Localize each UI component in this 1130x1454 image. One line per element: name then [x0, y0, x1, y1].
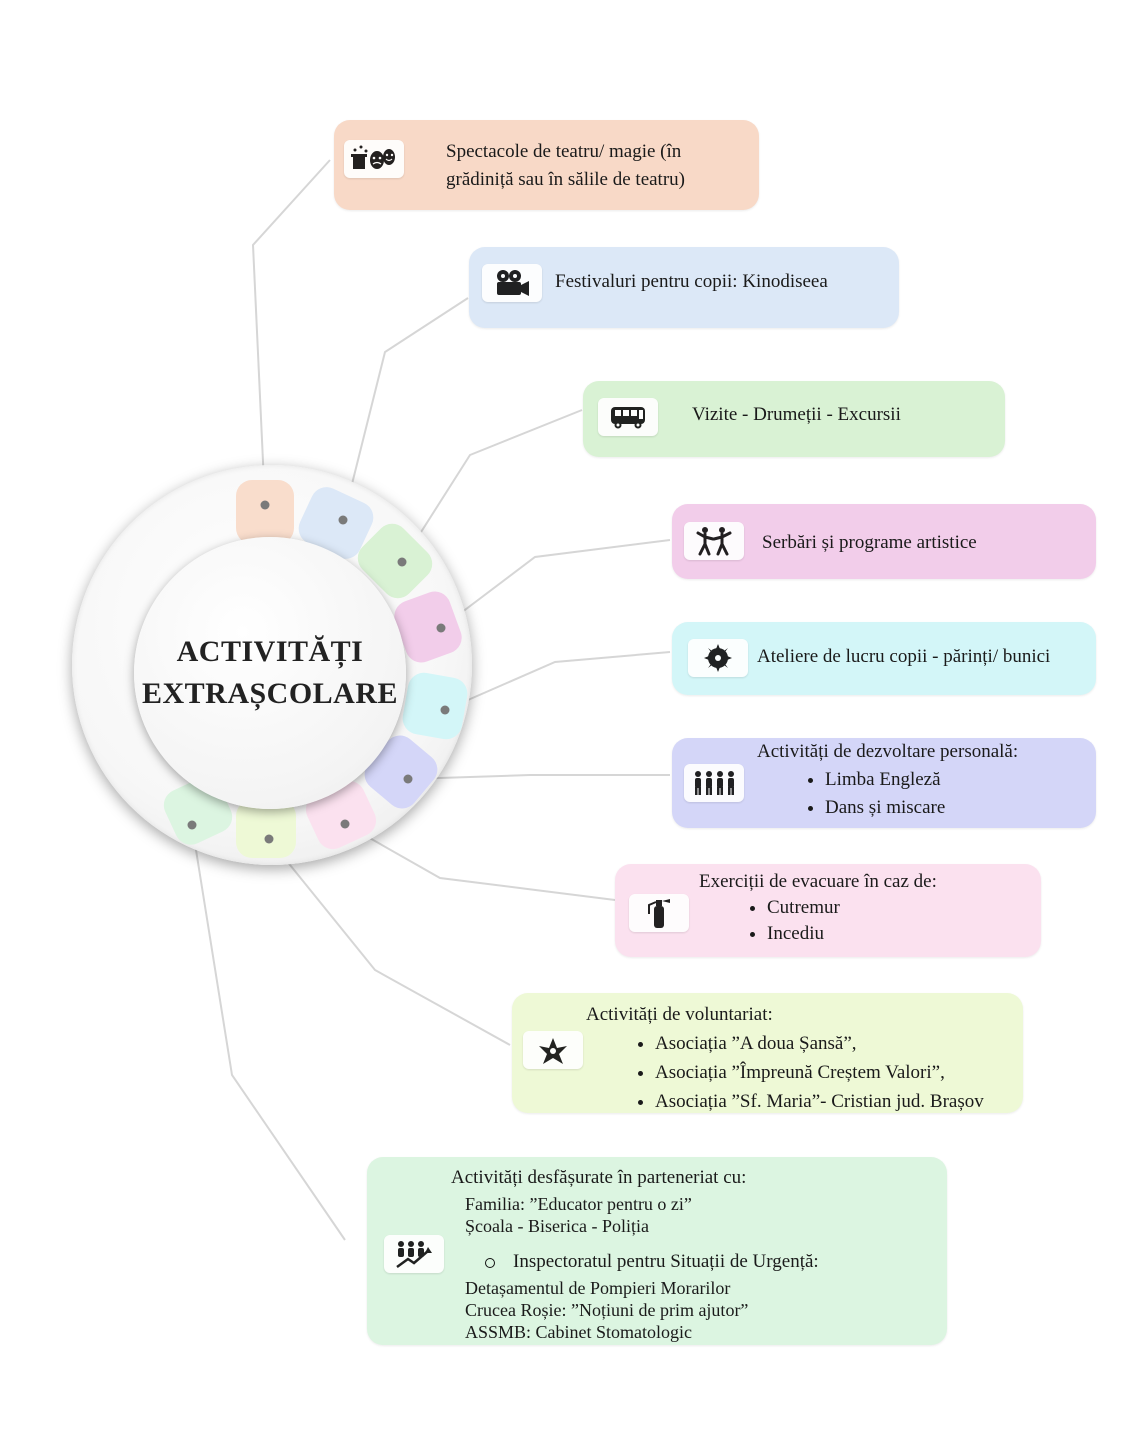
hub-center: ACTIVITĂȚI EXTRAȘCOLARE	[134, 537, 406, 809]
hollow-bullet-icon	[485, 1257, 495, 1268]
card-partnerships-line: Familia: ”Educator pentru o zi”	[465, 1194, 692, 1214]
card-volunteering-text: Activități de voluntariat: Asociația ”A …	[586, 1000, 984, 1116]
dot-9	[187, 820, 197, 830]
card-festivals-text: Festivaluri pentru copii: Kinodiseea	[555, 271, 828, 292]
dot-6	[403, 774, 413, 784]
card-workshops-text: Ateliere de lucru copii - părinți/ bunic…	[757, 646, 1051, 667]
petal-peach	[236, 480, 294, 544]
card-personal-development-text: Activități de dezvoltare personală: Limb…	[757, 738, 1018, 822]
card-theater-line1: Spectacole de teatru/ magie (în	[446, 141, 682, 162]
connector-2	[342, 297, 469, 521]
fire-extinguisher-icon	[629, 894, 689, 932]
connector-6	[407, 774, 670, 780]
dot-2	[338, 515, 348, 525]
dot-4	[436, 623, 446, 633]
dot-3	[397, 557, 407, 567]
card-workshops: Ateliere de lucru copii - părinți/ bunic…	[672, 622, 1096, 695]
dot-8	[264, 834, 274, 844]
card-theater-line2: grădiniță sau în sălile de teatru)	[446, 169, 685, 190]
card-volunteering: Activități de voluntariat: Asociația ”A …	[512, 993, 1023, 1113]
connector-8	[268, 838, 511, 1046]
connector-4	[440, 539, 671, 629]
card-partnerships: Activități desfășurate în parteneriat cu…	[367, 1157, 947, 1345]
card-partnerships-line: ASSMB: Cabinet Stomatologic	[465, 1322, 693, 1342]
card-partnerships-group-a: Familia: ”Educator pentru o zi” Școala -…	[465, 1193, 692, 1237]
connector-5	[444, 651, 671, 711]
card-visits: Vizite - Drumeții - Excursii	[583, 381, 1005, 457]
card-partnerships-title: Activități desfășurate în parteneriat cu…	[451, 1167, 747, 1188]
hub-title-line2: EXTRAȘCOLARE	[141, 677, 399, 710]
card-personal-development-list: Limba Engleză Dans și miscare	[807, 766, 1018, 822]
dot-5	[440, 705, 450, 715]
list-item: Asociația ”Împreună Creștem Valori”,	[655, 1058, 984, 1087]
card-partnerships-group-b: Detașamentul de Pompieri Morarilor Cruce…	[465, 1277, 748, 1343]
petal-green	[357, 523, 433, 599]
card-partnerships-line: Școala - Biserica - Poliția	[465, 1216, 649, 1236]
volunteer-hands-icon	[523, 1031, 583, 1069]
hub-title-line1: ACTIVITĂȚI	[176, 635, 364, 668]
bus-icon	[598, 398, 658, 436]
card-partnerships-line: Detașamentul de Pompieri Morarilor	[465, 1278, 731, 1298]
card-celebrations: Serbări și programe artistice	[672, 504, 1096, 579]
card-evacuation-text: Exerciții de evacuare în caz de: Cutremu…	[699, 869, 937, 947]
card-personal-development-title: Activități de dezvoltare personală:	[757, 741, 1019, 762]
card-partnerships-line: Crucea Roșie: ”Noțiuni de prim ajutor”	[465, 1300, 749, 1320]
card-evacuation: Exerciții de evacuare în caz de: Cutremu…	[615, 864, 1041, 957]
list-item: Asociația ”A doua Șansă”,	[655, 1029, 984, 1058]
petal-lime	[236, 800, 296, 858]
hub-title: ACTIVITĂȚI EXTRAȘCOLARE	[142, 631, 398, 715]
theater-masks-icon	[344, 140, 404, 178]
card-theater: Spectacole de teatru/ magie (în grădiniț…	[334, 120, 759, 210]
list-item: Cutremur	[767, 895, 937, 921]
card-theater-text: Spectacole de teatru/ magie (în grădiniț…	[446, 138, 685, 194]
dot-1	[260, 500, 270, 510]
connector-7	[344, 823, 616, 901]
card-partnerships-subitem-text: Inspectoratul pentru Situații de Urgență…	[513, 1251, 819, 1272]
movie-camera-icon	[482, 264, 542, 302]
dot-7	[340, 819, 350, 829]
group-people-icon	[684, 764, 744, 802]
saw-blade-icon	[688, 639, 748, 677]
list-item: Incediu	[767, 921, 937, 947]
petal-cyan	[402, 672, 468, 740]
card-evacuation-list: Cutremur Incediu	[749, 895, 937, 947]
list-item: Limba Engleză	[825, 766, 1018, 794]
card-volunteering-title: Activități de voluntariat:	[586, 1004, 773, 1025]
petal-lavender	[364, 735, 438, 809]
card-celebrations-text: Serbări și programe artistice	[762, 532, 977, 553]
card-personal-development: Activități de dezvoltare personală: Limb…	[672, 738, 1096, 828]
card-evacuation-title: Exerciții de evacuare în caz de:	[699, 871, 937, 892]
connector-3	[401, 409, 583, 563]
card-festivals: Festivaluri pentru copii: Kinodiseea	[469, 247, 899, 328]
connector-1	[251, 159, 331, 506]
petal-pink	[394, 591, 462, 663]
card-visits-text: Vizite - Drumeții - Excursii	[692, 404, 901, 425]
list-item: Dans și miscare	[825, 794, 1018, 822]
list-item: Asociația ”Sf. Maria”- Cristian jud. Bra…	[655, 1087, 984, 1116]
partnership-growth-icon	[384, 1235, 444, 1273]
connector-9	[191, 824, 346, 1241]
card-volunteering-list: Asociația ”A doua Șansă”, Asociația ”Împ…	[637, 1029, 984, 1116]
card-partnerships-subitem: Inspectoratul pentru Situații de Urgență…	[485, 1248, 819, 1276]
petal-blue	[298, 487, 374, 559]
dancers-icon	[684, 522, 744, 560]
